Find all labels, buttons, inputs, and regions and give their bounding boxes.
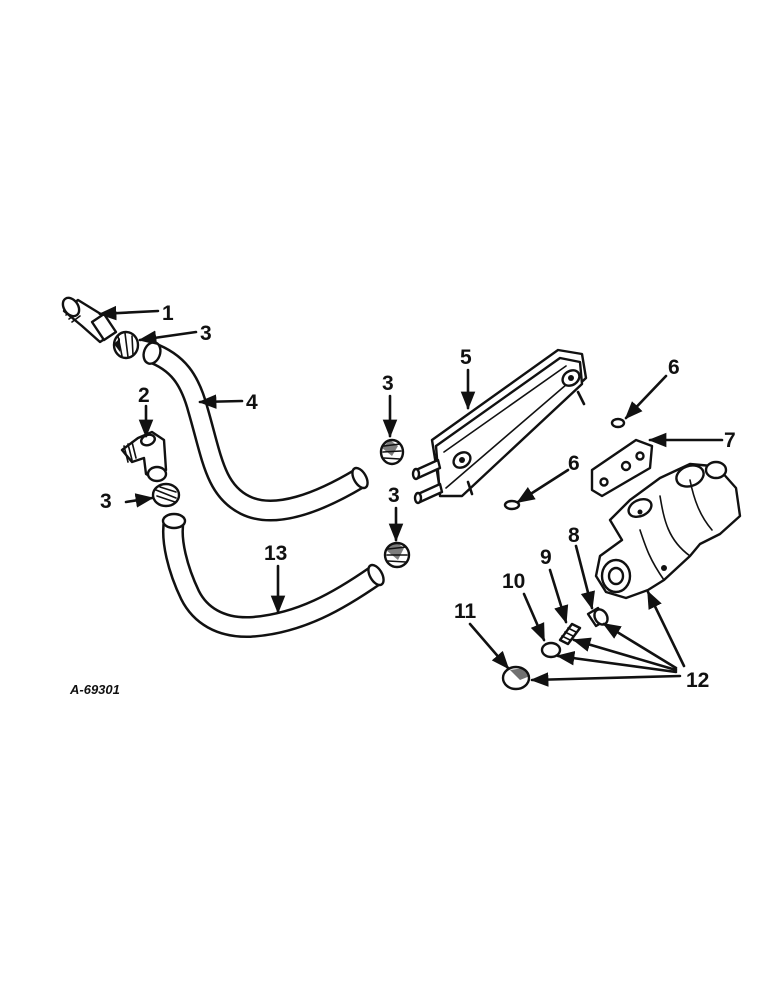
callout-3-right-lower: 3	[388, 484, 400, 507]
part-6-washer-upper	[610, 417, 626, 429]
part-1-fitting	[61, 296, 118, 344]
part-8-sleeve	[586, 606, 609, 628]
callout-7: 7	[724, 429, 736, 452]
part-7-gasket	[590, 438, 654, 498]
callout-3-top: 3	[200, 322, 212, 345]
callout-9: 9	[540, 546, 552, 569]
callout-4: 4	[246, 391, 258, 414]
callout-6-upper: 6	[668, 356, 680, 379]
part-12-housing-assembly	[594, 460, 742, 600]
callout-3-left: 3	[100, 490, 112, 513]
callout-2: 2	[138, 384, 150, 407]
callout-13: 13	[264, 542, 287, 565]
drawing-reference: A-69301	[69, 682, 120, 697]
part-3-clamp-right-lower	[383, 541, 411, 569]
callout-5: 5	[460, 346, 472, 369]
callout-6-lower: 6	[568, 452, 580, 475]
part-6-washer-lower	[503, 499, 521, 511]
callout-3-right-upper: 3	[382, 372, 394, 395]
callout-10: 10	[502, 570, 525, 593]
callout-12: 12	[686, 669, 709, 692]
callout-8: 8	[568, 524, 580, 547]
part-3-clamp-top	[112, 330, 140, 360]
part-3-clamp-right-upper	[379, 438, 405, 466]
leader-lines	[98, 305, 724, 687]
part-4-hose-upper	[142, 341, 369, 522]
callout-1: 1	[162, 302, 174, 325]
callout-11: 11	[454, 600, 477, 623]
part-9-bolt	[558, 622, 582, 646]
part-10-o-ring	[540, 641, 562, 659]
part-11-plug	[501, 665, 531, 691]
part-13-hose-lower	[161, 512, 385, 639]
part-2-elbow	[120, 430, 168, 483]
part-5-oil-cooler	[411, 348, 588, 505]
part-3-clamp-left	[151, 482, 181, 508]
